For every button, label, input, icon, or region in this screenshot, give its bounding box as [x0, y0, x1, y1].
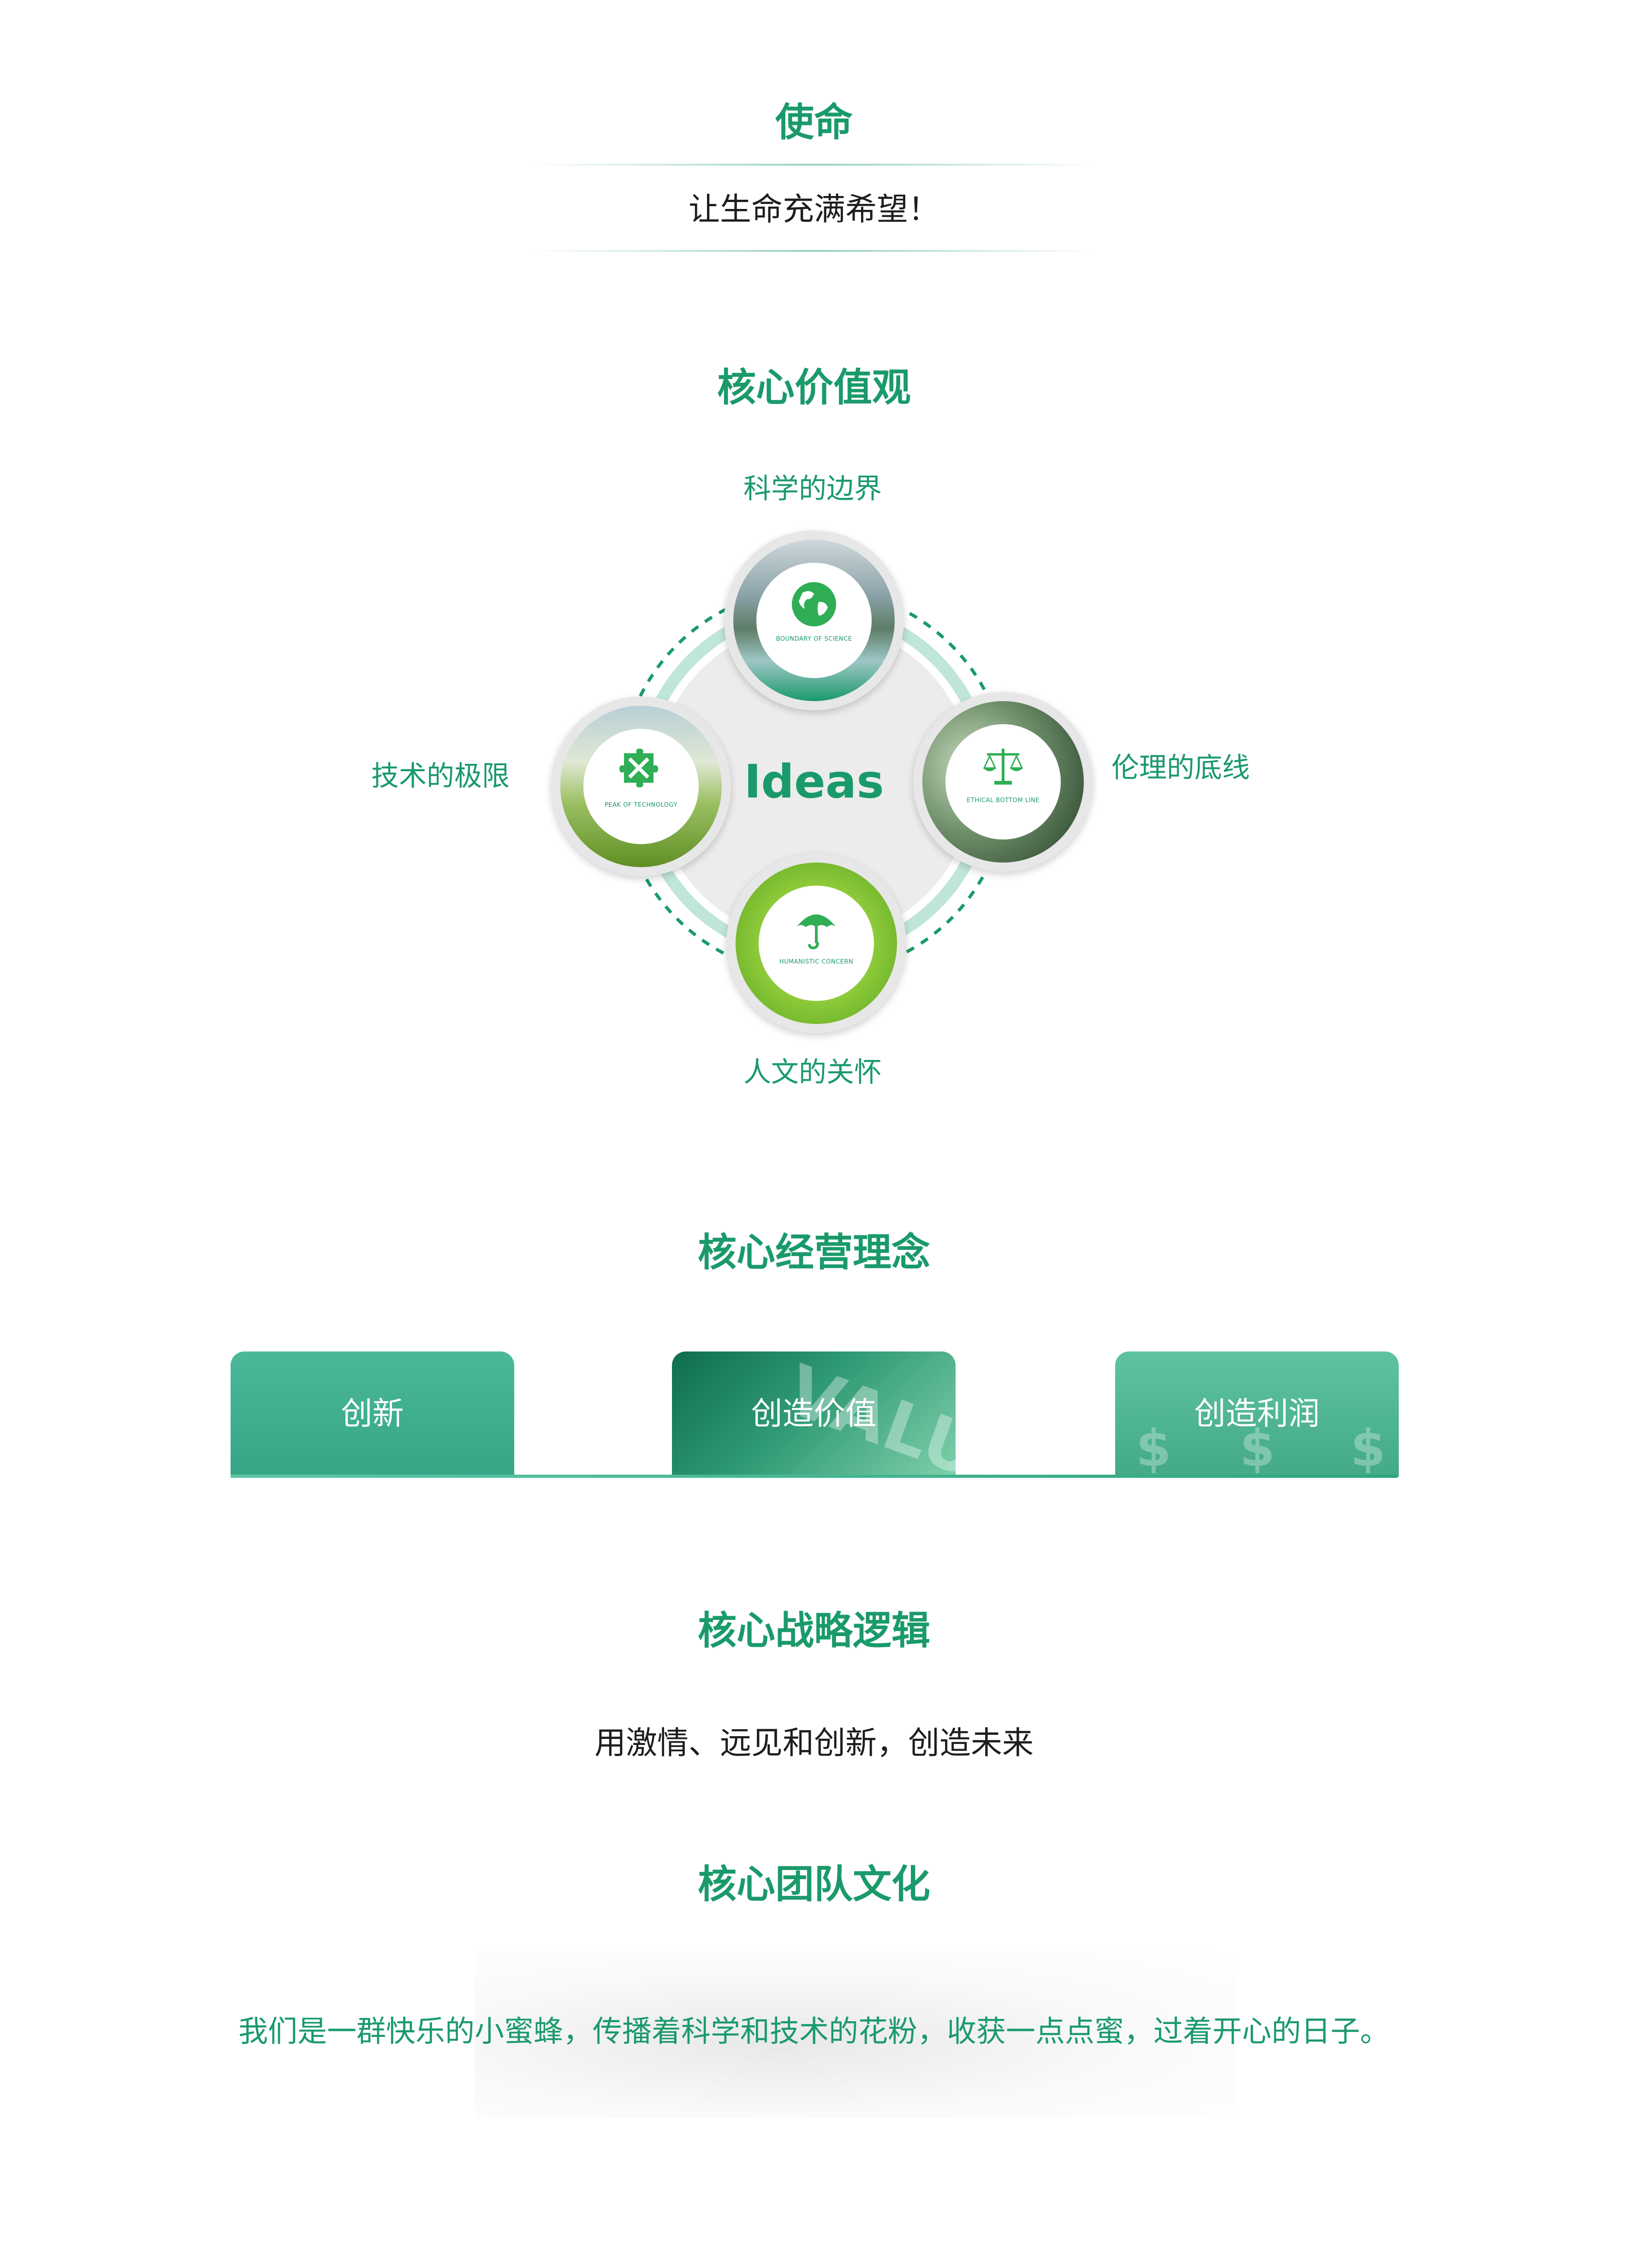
money-bag-icon: $	[1350, 1419, 1386, 1477]
strategy-text: 用激情、远见和创新，创造未来	[594, 1725, 1034, 1762]
strategy-title: 核心战略逻辑	[697, 1608, 930, 1653]
philosophy-title: 核心经营理念	[697, 1230, 930, 1275]
philosophy-card-innovation: 创新	[231, 1351, 514, 1477]
philosophy-base-line	[231, 1475, 1397, 1478]
value-node-science: BOUNDARY OF SCIENCE	[724, 530, 904, 710]
mission-title: 使命	[775, 100, 853, 145]
money-bag-icon: $	[1240, 1419, 1275, 1477]
globe-icon	[792, 582, 836, 626]
mission-divider-top	[530, 164, 1098, 166]
value-label-science: 科学的边界	[743, 473, 882, 505]
mission-divider-bottom	[530, 250, 1098, 252]
values-title: 核心价值观	[717, 365, 911, 410]
culture-background-image	[475, 1951, 1236, 2117]
philosophy-card-label: 创造利润	[1194, 1396, 1320, 1432]
value-node-humanistic: HUMANISTIC CONCERN	[726, 853, 906, 1033]
philosophy-card-label: 创新	[341, 1396, 404, 1432]
value-label-ethics: 伦理的底线	[1111, 752, 1250, 784]
values-center-text: Ideas	[744, 755, 884, 809]
philosophy-card-value: VALUE 创造价值	[672, 1351, 956, 1477]
philosophy-card-profit: $ $ $ 创造利润	[1115, 1351, 1399, 1477]
value-caption-ethics: ETHICAL BOTTOM LINE	[967, 797, 1040, 804]
philosophy-card-label: 创造价值	[751, 1396, 877, 1432]
value-label-humanistic: 人文的关怀	[743, 1056, 882, 1089]
mission-text: 让生命充满希望！	[688, 191, 939, 228]
value-caption-technology: PEAK OF TECHNOLOGY	[605, 802, 677, 809]
value-label-technology: 技术的极限	[371, 760, 510, 792]
scales-icon	[983, 749, 1023, 785]
value-caption-humanistic: HUMANISTIC CONCERN	[779, 958, 854, 965]
culture-text: 我们是一群快乐的小蜜蜂，传播着科学和技术的花粉，收获一点点蜜，过着开心的日子。	[238, 2015, 1390, 2049]
value-node-ethics: ETHICAL BOTTOM LINE	[913, 692, 1093, 872]
puzzle-icon	[619, 749, 658, 787]
value-caption-science: BOUNDARY OF SCIENCE	[776, 636, 852, 643]
umbrella-icon	[796, 914, 836, 950]
values-diagram: Ideas BOUNDARY OF SCIENCE ET	[530, 507, 1098, 1070]
money-bag-icon: $	[1136, 1419, 1171, 1477]
value-node-technology: PEAK OF TECHNOLOGY	[551, 696, 731, 876]
culture-title: 核心团队文化	[697, 1862, 930, 1907]
